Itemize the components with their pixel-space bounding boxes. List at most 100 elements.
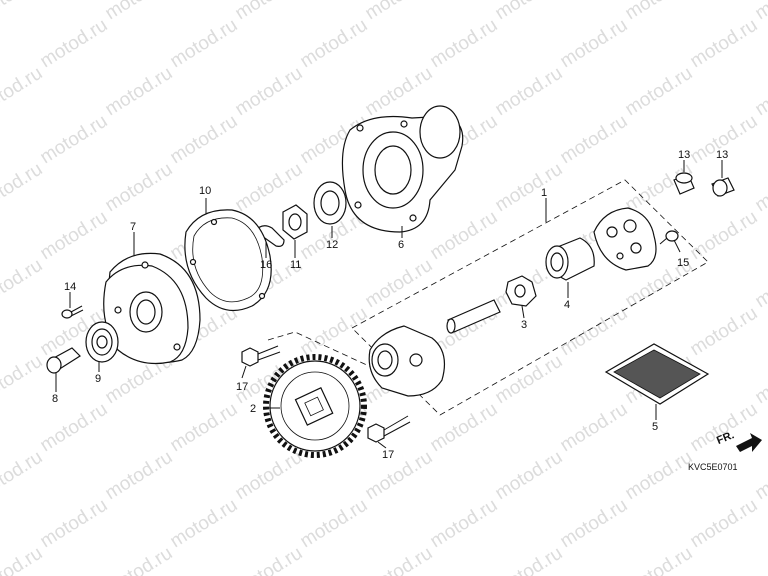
bolt-part-17-a (241, 345, 281, 367)
watermark-text: motod.ru (492, 0, 567, 24)
watermark-text: motod.ru (102, 159, 177, 217)
watermark-text: motod.ru (752, 63, 768, 121)
watermark-text: motod.ru (622, 447, 697, 505)
watermark-text: motod.ru (362, 447, 437, 505)
watermark-text: motod.ru (492, 447, 567, 505)
arrow-icon (736, 433, 762, 452)
watermark-text: motod.ru (0, 543, 46, 576)
callout-12: 12 (326, 239, 338, 251)
callout-2: 2 (250, 403, 256, 415)
callout-3: 3 (521, 319, 527, 331)
strainer-screen-part-5 (604, 343, 710, 405)
watermark-text: motod.ru (297, 495, 372, 553)
callout-15: 15 (677, 257, 689, 269)
watermark-text: motod.ru (557, 303, 632, 361)
outer-rotor-part-4 (545, 237, 595, 281)
watermark-text: motod.ru (557, 111, 632, 169)
screw-part-14 (61, 305, 84, 319)
watermark-text: motod.ru (752, 159, 768, 217)
callout-7: 7 (130, 221, 136, 233)
watermark-text: motod.ru (0, 159, 46, 217)
pump-cover-part-6 (341, 105, 464, 233)
pump-body-part-7 (103, 252, 201, 365)
watermark-text: motod.ru (37, 15, 112, 73)
nut-part-11 (282, 204, 308, 240)
watermark-text: motod.ru (362, 0, 437, 24)
watermark-text: motod.ru (167, 495, 242, 553)
watermark-text: motod.ru (0, 255, 46, 313)
watermark-text: motod.ru (37, 399, 112, 457)
callout-13-a: 13 (678, 149, 690, 161)
callout-13-b: 13 (716, 149, 728, 161)
callout-6: 6 (398, 239, 404, 251)
watermark-text: motod.ru (427, 207, 502, 265)
callout-8: 8 (52, 393, 58, 405)
watermark-text: motod.ru (232, 63, 307, 121)
callout-1: 1 (541, 187, 547, 199)
callout-4: 4 (564, 299, 570, 311)
callout-17-b: 17 (382, 449, 394, 461)
watermark-text: motod.ru (687, 495, 762, 553)
watermark-text: motod.ru (557, 399, 632, 457)
callout-17-a: 17 (236, 381, 248, 393)
watermark-text: motod.ru (37, 495, 112, 553)
pin-part-8 (46, 347, 81, 374)
watermark-text: motod.ru (687, 303, 762, 361)
watermark-text: motod.ru (0, 0, 46, 24)
driven-gear-part-2 (263, 354, 367, 458)
watermark-text: motod.ru (102, 543, 177, 576)
shaft (446, 299, 501, 334)
watermark-text: motod.ru (427, 15, 502, 73)
watermark-text: motod.ru (0, 447, 46, 505)
watermark-text: motod.ru (297, 15, 372, 73)
watermark-text: motod.ru (492, 543, 567, 576)
spring-seat-part-9 (85, 321, 119, 363)
callout-5: 5 (652, 421, 658, 433)
watermark-text: motod.ru (492, 159, 567, 217)
watermark-text: motod.ru (232, 543, 307, 576)
watermark-text: motod.ru (232, 0, 307, 24)
watermark-text: motod.ru (427, 495, 502, 553)
bolt-part-17-b (367, 415, 411, 443)
watermark-text: motod.ru (557, 15, 632, 73)
watermark-text: motod.ru (687, 399, 762, 457)
watermark-text: motod.ru (362, 63, 437, 121)
watermark-text: motod.ru (102, 0, 177, 24)
watermark-text: motod.ru (167, 399, 242, 457)
watermark-text: motod.ru (492, 63, 567, 121)
diagram-code: KVC5E0701 (688, 462, 738, 472)
watermark-text: motod.ru (687, 207, 762, 265)
watermark-text: motod.ru (102, 63, 177, 121)
dowel-pin-part-13-b (711, 177, 735, 197)
watermark-text: motod.ru (167, 111, 242, 169)
watermark-text: motod.ru (297, 303, 372, 361)
pump-housing-part-1 (368, 325, 445, 397)
watermark-text: motod.ru (362, 543, 437, 576)
callout-16: 16 (260, 259, 272, 271)
callout-9: 9 (95, 373, 101, 385)
bolt-part-15 (659, 230, 679, 245)
watermark-text: motod.ru (622, 0, 697, 24)
watermark-text: motod.ru (752, 255, 768, 313)
watermark-text: motod.ru (427, 399, 502, 457)
watermark-text: motod.ru (557, 495, 632, 553)
gear-teeth (263, 354, 367, 458)
watermark-text: motod.ru (622, 543, 697, 576)
watermark-text: motod.ru (752, 351, 768, 409)
callout-10: 10 (199, 185, 211, 197)
leader-lines (55, 160, 723, 449)
watermark-text: motod.ru (687, 15, 762, 73)
watermark-text: motod.ru (0, 351, 46, 409)
front-direction-arrow: FR. (715, 429, 762, 452)
watermark-text: motod.ru (622, 63, 697, 121)
pump-plate (593, 207, 657, 271)
watermark-text: motod.ru (37, 207, 112, 265)
watermark-text: motod.ru (752, 447, 768, 505)
watermark-text: motod.ru (232, 447, 307, 505)
callout-14: 14 (64, 281, 76, 293)
watermark-text: motod.ru (0, 63, 46, 121)
watermark-text: motod.ru (102, 447, 177, 505)
watermark-text: motod.ru (37, 111, 112, 169)
